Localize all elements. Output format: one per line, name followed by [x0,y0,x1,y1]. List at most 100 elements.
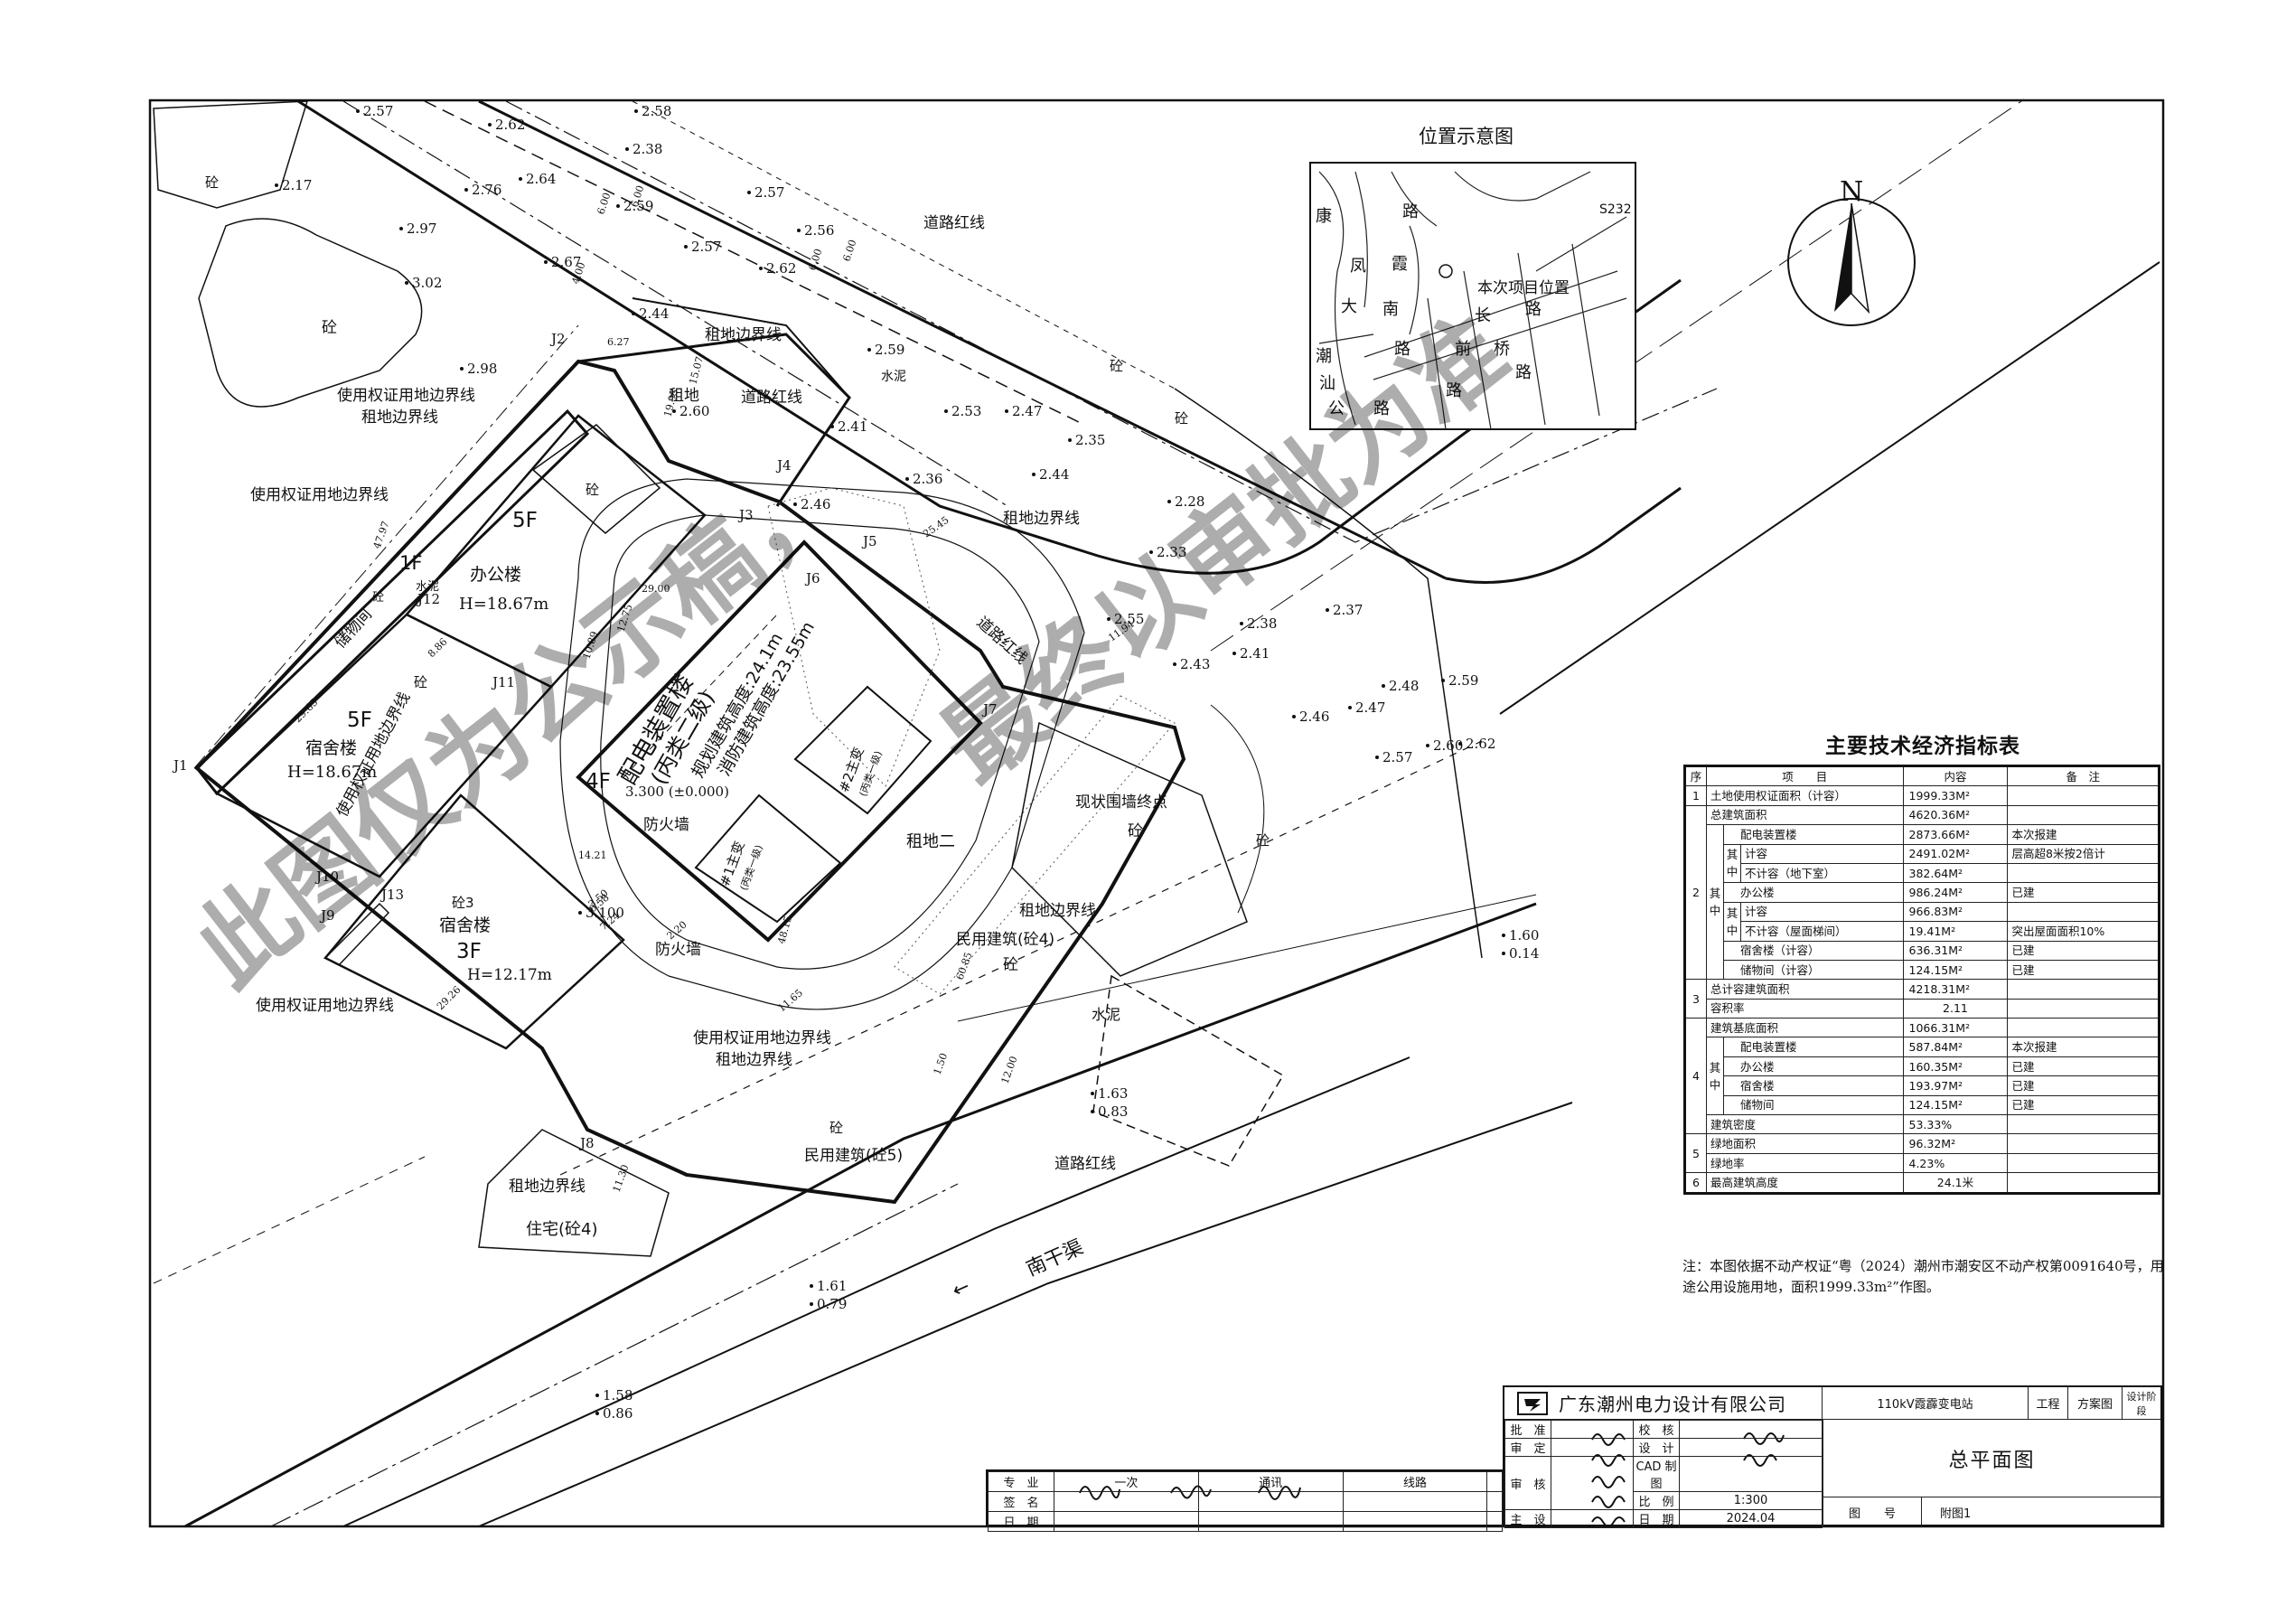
econ-note: 突出屋面面积10% [2007,921,2160,942]
elevation-dot [1458,742,1462,746]
elevation-dot [405,281,408,285]
drawing-note: 注：本图依据不动产权证“粤（2024）潮州市潮安区不动产权第0091640号，用… [1682,1258,2164,1295]
dorm2-height: H=12.17m [467,966,552,984]
econ-value: 96.32M² [1902,1133,2009,1154]
spot-elevation: 1.60 [1509,927,1539,943]
transformer1-box [694,793,842,924]
elevation-dot [1292,715,1296,718]
econ-no: 6 [1684,1172,1707,1194]
storage-floors: 1F [399,552,422,574]
inset-label: 桥 [1494,340,1510,359]
approval-role: 日 期 [1633,1509,1680,1528]
label-rent: 租地边界线 [509,1178,586,1196]
company-logo-icon [1517,1391,1548,1415]
elevation-dot [595,1412,599,1415]
label-concrete: 砼 [322,319,337,337]
sig-row-label: 签 名 [988,1491,1054,1512]
spot-elevation: 3.100 [586,905,624,921]
dimension-label: 60.85 [954,951,975,981]
label-use-right: 使用权证用地边界线 [256,996,394,1015]
spot-elevation: 2.57 [363,103,393,119]
dimension-label: 8.86 [426,636,450,661]
control-point-label: J2 [549,331,566,347]
econ-item: 最高建筑高度 [1706,1172,1904,1194]
table-row: 不计容（地下室）382.64M² [1685,862,2160,884]
label-concrete: 砼 [829,1120,843,1136]
spot-elevation: 2.57 [1382,749,1412,765]
elevation-dot [1326,608,1329,612]
spot-elevation: 1.61 [817,1278,847,1294]
econ-value: 4218.31M² [1902,979,2009,1000]
econ-note [2007,1018,2160,1038]
sig-discipline: 通讯 [1197,1471,1344,1492]
elevation-dot [616,204,620,208]
elevation-dot [1005,409,1008,413]
dimension-label: 29.65 [292,697,320,725]
control-point-label: J8 [578,1135,595,1151]
control-point-label: J11 [491,674,515,690]
storage-outline [194,408,590,796]
spot-elevation: 2.67 [551,254,581,270]
office-height: H=18.67m [459,595,548,614]
control-point-label: J9 [319,907,335,924]
elevation-dot [1173,662,1176,666]
spot-elevation: 2.38 [1247,615,1277,632]
elevation-dot [810,1284,813,1288]
econ-note [2007,901,2160,923]
spot-elevation: 2.17 [282,177,312,193]
office-floors: 5F [512,509,538,532]
title-block: 广东潮州电力设计有限公司 110kV霞霹变电站 工程 方案图 设计阶段 批 准校… [1503,1385,2162,1528]
econ-item: 建筑密度 [1706,1114,1904,1135]
label-concrete: 砼 [1128,822,1143,840]
spot-elevation: 2.38 [633,141,662,157]
label-concrete: 砼 [1003,956,1018,974]
elevation-dot [1441,679,1445,682]
control-point-label: J10 [314,868,339,885]
dimension-label: 11.30 [611,1163,632,1194]
elevation-dot [595,1394,599,1397]
inset-label: 路 [1373,399,1390,418]
spot-elevation: 2.64 [526,171,556,187]
label-wall-end: 现状围墙终点 [1075,793,1167,812]
elevation-dot [399,227,403,230]
label-rent: 租地边界线 [705,326,782,344]
econ-value: 2491.02M² [1902,843,2009,864]
econ-header-value: 内容 [1902,765,2009,787]
econ-side-label: 其中 [1723,843,1741,884]
econ-header-no: 序 [1684,765,1707,787]
econ-note: 本次报建 [2007,1037,2160,1057]
north-label: N [1840,176,1863,208]
inset-label: 康 [1316,207,1332,226]
stage-value: 方案图 [2068,1387,2123,1420]
econ-item: 不计容（地下室） [1740,862,1904,884]
inset-label: 潮 [1316,347,1332,366]
label-cement: 水泥 [881,370,906,384]
dorm2-floors: 3F [456,940,482,963]
inset-label: 路 [1515,363,1532,382]
elevation-dot [1375,756,1379,759]
spot-elevation: 2.47 [1355,699,1385,716]
elevation-dot [1426,744,1429,747]
label-cement: 水泥 [416,580,439,594]
econ-no: 5 [1684,1133,1707,1174]
label-civil-5: 民用建筑(砼5) [804,1147,903,1165]
inset-label: 南 [1382,300,1399,319]
label-canal-arrow: ← [949,1275,973,1302]
econ-value: 4620.36M² [1902,804,2009,826]
econ-item: 办公楼 [1723,1056,1904,1077]
spot-elevation: 2.41 [1240,645,1270,662]
econ-value: 1066.31M² [1902,1018,2009,1038]
label-road-red: 道路红线 [1054,1155,1116,1173]
econ-item: 不计容（屋面梯间） [1740,921,1904,942]
econ-item: 绿地面积 [1706,1133,1904,1154]
econ-header-item: 项 目 [1706,765,1904,787]
spot-elevation: 2.46 [1299,709,1329,725]
